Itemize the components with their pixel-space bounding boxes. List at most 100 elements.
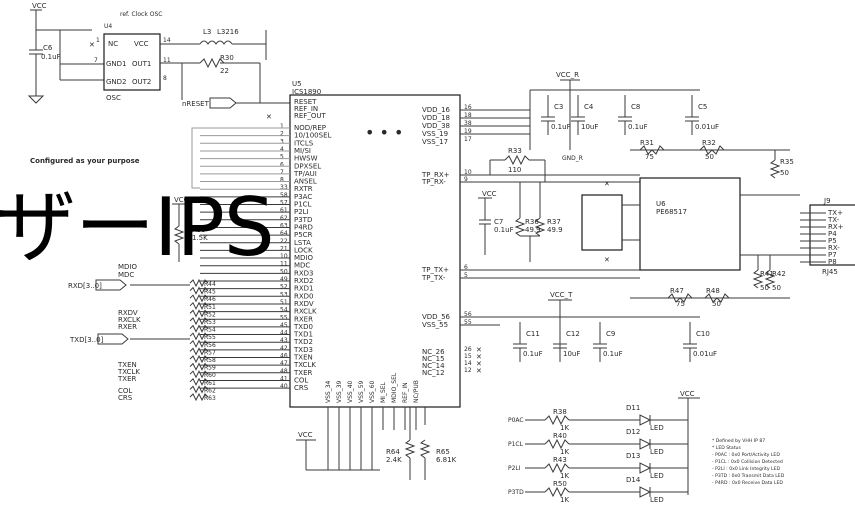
r32-val: 50 [705, 153, 714, 161]
cap-val: 0.1uF [523, 350, 543, 358]
led-label: LED [650, 448, 664, 456]
u5-pin-left: RXD3 [294, 269, 314, 277]
u5-pin-right: NC_26 [422, 348, 445, 356]
u4-title: ref. Clock OSC [120, 11, 162, 18]
u5-pinnum-left: 46 [280, 353, 288, 360]
u5-pin-bottom: MI_SEL [380, 381, 387, 403]
series-resistor-label: R52 [204, 311, 216, 318]
series-resistor [189, 286, 209, 295]
u5-pin-right: VSS_17 [422, 138, 448, 146]
u5-pin-right: NC_14 [422, 362, 445, 370]
led-resistor [544, 414, 570, 426]
series-resistor-label: R53 [204, 319, 216, 326]
u5-pinnum-left: 21 [280, 245, 288, 252]
u6-part: PE68517 [656, 208, 687, 216]
series-resistor-label: R44 [204, 281, 216, 288]
led-net: P1CL [508, 441, 524, 448]
series-resistor [189, 332, 209, 341]
left-signal-wires: R44R45R46R51R52R53R54R55R56R57R58R59R60R… [130, 127, 290, 402]
r42-ref: R42 [772, 270, 786, 278]
series-resistor-label: R62 [204, 387, 216, 394]
u4-pin-gnd2: GND2 [106, 78, 127, 86]
note-line: - P3TD : 0x0 Transmit Data LED [712, 473, 785, 479]
u4-pinnum-14: 14 [163, 37, 171, 44]
u5-pinnum-left: 48 [280, 368, 288, 375]
u5-pin-left: 10/100SEL [294, 132, 331, 140]
u5-pin-refout: REF_OUT [294, 112, 326, 120]
inductor-l3: L3 L3216 [199, 28, 239, 45]
u4-pin-gnd1: GND1 [106, 60, 127, 68]
r31-ref: R31 [640, 139, 654, 147]
vcc-bottom: VCC [298, 431, 313, 439]
led-ref: D12 [626, 428, 640, 436]
u5-pinnum-left: 5 [280, 154, 284, 161]
u5-pin-right: VDD_56 [422, 313, 451, 321]
r32-ref: R32 [702, 139, 716, 147]
u5-pinnum-left: 41 [280, 375, 288, 382]
left-net-labels: MDIO MDC RXD[3..0] RXDV RXCLK RXER TXD[3… [68, 263, 141, 402]
nc-marks: ✕ ✕ ✕ ✕ [476, 346, 482, 375]
net-col: COL [118, 387, 132, 395]
config-bracket: Configured as your purpose [30, 127, 200, 189]
r47-val: 75 [676, 300, 685, 308]
series-resistor [189, 362, 209, 371]
note-line: * LED Status [712, 445, 741, 451]
u5-pin-bottom: VSS_40 [347, 380, 354, 403]
u5-pinnum-right: 16 [464, 104, 472, 111]
vcc-label: VCC [32, 2, 47, 10]
cap-ref: C8 [631, 103, 640, 111]
u5-ref: U5 [292, 80, 302, 88]
bottom-resistors: VCC R64 2.4K R65 6.81K [296, 407, 457, 480]
series-resistor-label: R46 [204, 296, 216, 303]
u5-pin-left: P4RD [294, 223, 313, 231]
series-resistor [189, 339, 209, 348]
r35-ref: R35 [780, 158, 794, 166]
power-rail-vcct: VCC_T [460, 291, 700, 360]
u6-transformer: U6 PE68517 ✕ ✕ [581, 177, 800, 271]
u5-pinnum-left: 63 [280, 222, 288, 229]
u5-pin-bottom: VSS_59 [358, 380, 365, 403]
u5-pinnum-left: 53 [280, 291, 288, 298]
bottom-pin-wires [306, 407, 417, 471]
u5-pin-reset: RESET [294, 98, 317, 106]
u5-pinnum-left: 2 [280, 131, 284, 138]
u5-pin-right: VDD_38 [422, 122, 450, 130]
series-resistor-label: R59 [204, 365, 216, 372]
svg-text:✕: ✕ [476, 346, 482, 354]
r31-val: 75 [645, 153, 654, 161]
r41-ref: R41 [760, 270, 774, 278]
series-resistor-label: R61 [204, 380, 216, 387]
overlay-text: ザーIPS [0, 181, 275, 274]
u5-pinnum-left: 6 [280, 161, 284, 168]
r39-ref: R39 [192, 226, 206, 234]
series-resistor-label: R60 [204, 372, 216, 379]
series-resistor [189, 316, 209, 326]
u5-pin-right: TP_TX- [421, 274, 446, 282]
u5-pinnum-left: 1 [280, 123, 284, 130]
c7-ref: C7 [494, 218, 503, 226]
r36-ref: R36 [525, 218, 539, 226]
r65-ref: R65 [436, 448, 450, 456]
series-resistor [189, 370, 209, 379]
u5-pinnum-right: 14 [464, 360, 472, 367]
u5-pinnum-left: 10 [280, 253, 288, 260]
cap-ref: C10 [696, 330, 710, 338]
vccr-label: VCC_R [556, 71, 579, 79]
u5-pin-left: TXD0 [293, 323, 313, 331]
cap-ref: C4 [584, 103, 594, 111]
l3-ref: L3 [203, 28, 211, 36]
u5-pinnum-left: 57 [280, 200, 288, 207]
svg-text:✕: ✕ [476, 360, 482, 368]
led-ref: D11 [626, 404, 640, 412]
j9-pin: TX+ [827, 209, 843, 217]
r64-val: 2.4K [386, 456, 402, 464]
u5-pinnum-right: 26 [464, 346, 472, 353]
decoupling-caps: C30.1uFC410uFC80.1uFC50.01uFC110.1uFC121… [513, 95, 719, 362]
led-res-val: 1K [560, 472, 569, 480]
cap-val: 0.1uF [603, 350, 623, 358]
u6-ref: U6 [656, 200, 666, 208]
cap-val: 0.1uF [628, 123, 648, 131]
u5-pinnum-left: 11 [280, 261, 288, 268]
led-diode-icon [639, 462, 652, 474]
led-label: LED [650, 472, 664, 480]
